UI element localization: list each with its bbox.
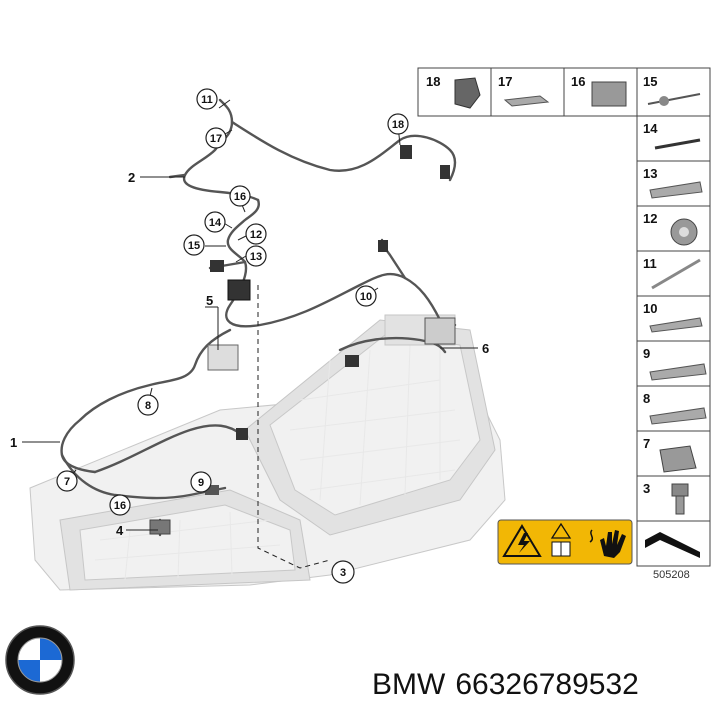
callout-3: 3: [331, 560, 355, 584]
svg-text:3: 3: [340, 567, 346, 579]
warning-label: [497, 519, 633, 565]
callout-12: 12: [245, 223, 267, 245]
manual-icon: [550, 522, 572, 557]
svg-text:8: 8: [643, 391, 650, 406]
svg-text:10: 10: [643, 301, 657, 316]
callout-10: 10: [355, 285, 377, 307]
svg-text:14: 14: [643, 121, 658, 136]
svg-text:11: 11: [643, 256, 657, 271]
svg-text:13: 13: [250, 251, 262, 263]
svg-text:10: 10: [360, 291, 372, 303]
svg-text:18: 18: [426, 74, 440, 89]
callout-8: 8: [137, 394, 159, 416]
svg-text:8: 8: [145, 400, 151, 412]
svg-text:2: 2: [128, 170, 135, 185]
callout-15: 15: [183, 234, 205, 256]
svg-text:18: 18: [392, 119, 404, 131]
grid-cell-18: 18: [417, 67, 492, 117]
callout-14: 14: [204, 211, 226, 233]
grid-cell-13: 13: [636, 160, 711, 207]
svg-text:1: 1: [10, 435, 17, 450]
svg-text:9: 9: [643, 346, 650, 361]
svg-text:17: 17: [210, 133, 222, 145]
callout-11: 11: [196, 88, 218, 110]
svg-text:12: 12: [250, 229, 262, 241]
svg-text:5: 5: [206, 293, 213, 308]
svg-text:16: 16: [571, 74, 585, 89]
svg-text:15: 15: [188, 240, 200, 252]
svg-text:16: 16: [234, 191, 246, 203]
callout-7: 7: [56, 470, 78, 492]
callout-18: 18: [387, 113, 409, 135]
wiring-harness: [60, 98, 457, 537]
svg-text:15: 15: [643, 74, 657, 89]
battery-pan-illustration: [29, 314, 506, 591]
label-6: 6: [482, 341, 489, 356]
callout-16-top: 16: [229, 185, 251, 207]
grid-cell-16: 16: [563, 67, 638, 117]
svg-text:7: 7: [643, 436, 650, 451]
callout-9: 9: [190, 471, 212, 493]
grid-cell-8: 8: [636, 385, 711, 432]
callout-16-bottom: 16: [109, 494, 131, 516]
grid-cell-17: 17: [490, 67, 565, 117]
svg-text:12: 12: [643, 211, 657, 226]
label-4: 4: [116, 523, 124, 538]
svg-text:11: 11: [201, 94, 213, 106]
svg-text:13: 13: [643, 166, 657, 181]
grid-cell-12: 12: [636, 205, 711, 252]
grid-cell-9: 9: [636, 340, 711, 387]
part-number: 66326789532: [455, 668, 639, 701]
svg-text:4: 4: [116, 523, 124, 538]
grid-cell-cable-route: [636, 520, 711, 567]
parts-grid: 18 17 16 15 14 13: [417, 67, 711, 567]
grid-cell-14: 14: [636, 115, 711, 162]
hand-warning-icon: [589, 529, 626, 558]
label-5: 5: [206, 293, 213, 308]
grid-cell-3: 3: [636, 475, 711, 522]
svg-text:9: 9: [198, 477, 204, 489]
svg-text:3: 3: [643, 481, 650, 496]
diagram-reference-number: 505208: [653, 569, 690, 581]
high-voltage-warning-icon: [502, 524, 542, 557]
leader-lines: [22, 99, 478, 531]
callout-13: 13: [245, 245, 267, 267]
svg-text:17: 17: [498, 74, 512, 89]
grid-cell-15: 15: [636, 67, 711, 117]
grid-cell-10: 10: [636, 295, 711, 342]
label-2: 2: [128, 170, 135, 185]
callout-17: 17: [205, 127, 227, 149]
bmw-logo-icon: [5, 625, 75, 695]
svg-text:6: 6: [482, 341, 489, 356]
svg-text:16: 16: [114, 500, 126, 512]
svg-text:7: 7: [64, 476, 70, 488]
brand-name: BMW: [372, 668, 446, 701]
grid-cell-7: 7: [636, 430, 711, 477]
label-1: 1: [10, 435, 17, 450]
grid-cell-11: 11: [636, 250, 711, 297]
dashed-route-line: [257, 285, 331, 569]
svg-text:14: 14: [209, 217, 222, 229]
brand-part-number-line: BMW 66326789532: [372, 668, 649, 702]
